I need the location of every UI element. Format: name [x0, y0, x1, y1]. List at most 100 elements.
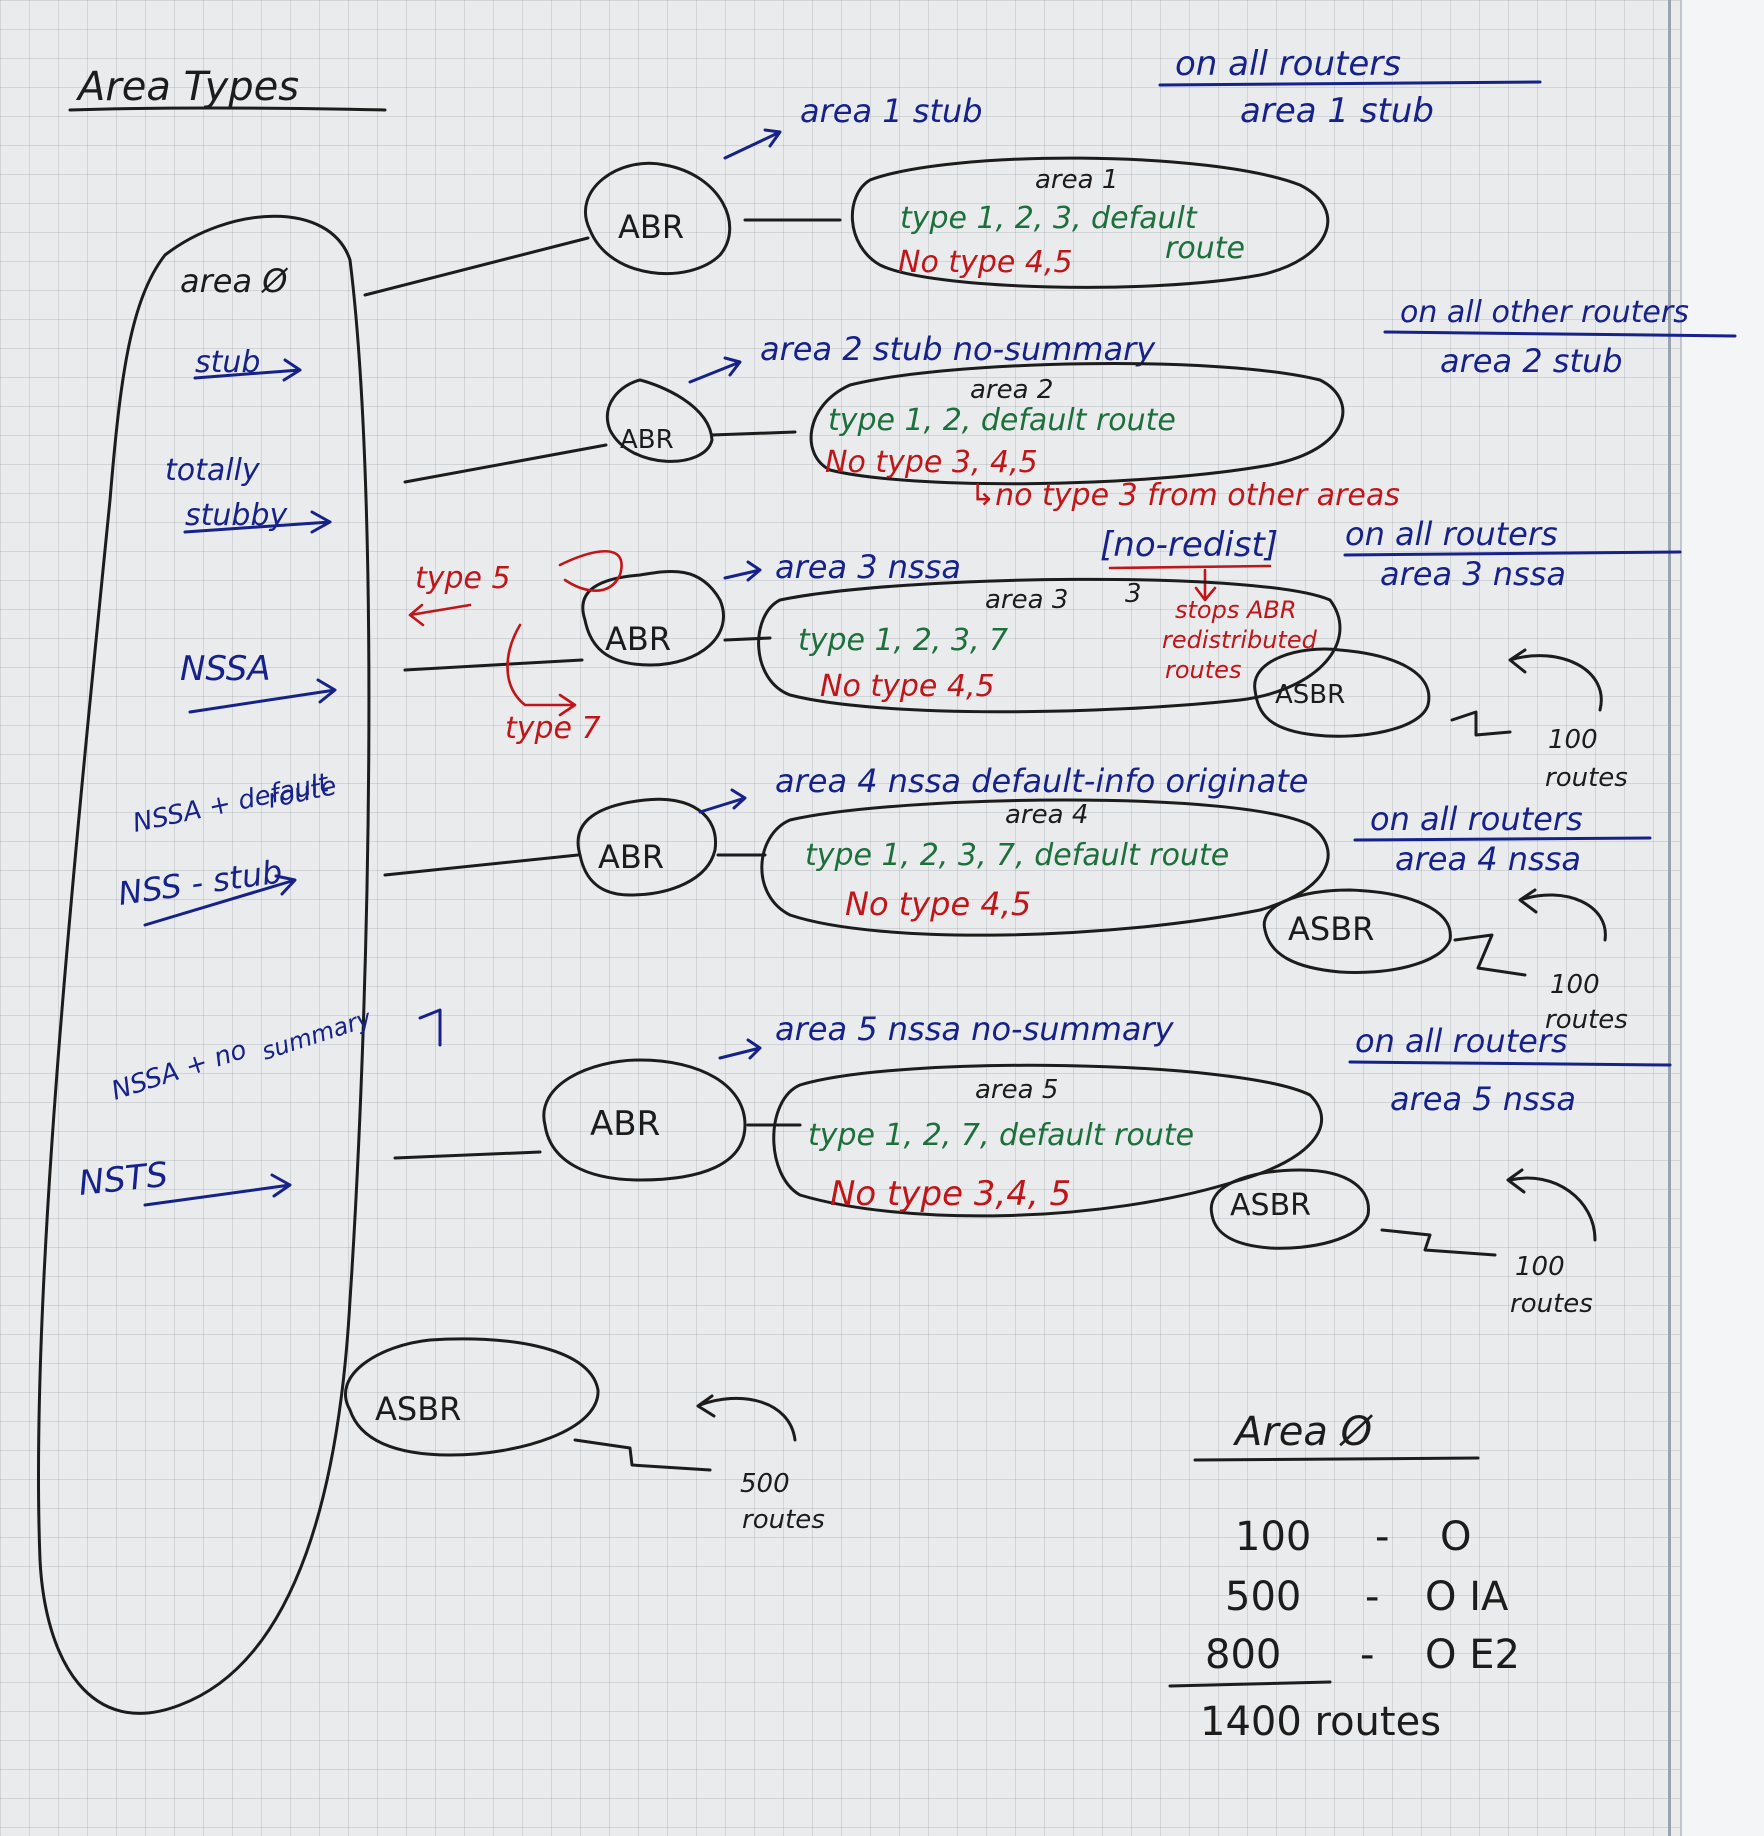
area1-command: area 1 stub	[800, 92, 983, 130]
area1-allows-route: route	[1165, 231, 1245, 266]
backbone-asbr: ASBR	[343, 1337, 600, 1457]
area0-type-nsts: NSTS	[77, 1155, 170, 1204]
svg-text:ABR: ABR	[618, 208, 684, 246]
svg-text:ASBR: ASBR	[1230, 1188, 1311, 1223]
svg-text:ABR: ABR	[620, 425, 674, 455]
summary-row: 800 - O E2	[1205, 1632, 1520, 1678]
svg-text:routes: routes	[1165, 656, 1241, 684]
area5-allows: type 1, 2, 7, default route	[808, 1118, 1194, 1153]
link-line	[393, 1150, 542, 1160]
arrow-icon	[143, 1173, 292, 1207]
area2-name: area 2	[970, 375, 1053, 405]
divider-line	[1343, 550, 1682, 557]
svg-text:summary: summary	[258, 1004, 375, 1066]
summary-header: Area Ø	[1232, 1409, 1374, 1455]
svg-text:routes: routes	[1510, 1289, 1593, 1319]
svg-text:ASBR: ASBR	[1288, 910, 1374, 948]
area4-config-cmd: area 4 nssa	[1395, 840, 1581, 878]
area3-note: stops ABR redistributed routes	[1162, 596, 1318, 684]
svg-text:totally: totally	[165, 453, 261, 488]
arrow-icon	[408, 603, 472, 627]
link-line	[1453, 933, 1527, 977]
area5-routes: 100 routes	[1510, 1252, 1593, 1319]
margin-line	[1668, 0, 1671, 1836]
summary-total: 1400 routes	[1200, 1699, 1441, 1745]
area1-allows: type 1, 2, 3, default	[900, 201, 1198, 236]
svg-text:100: 100	[1235, 1514, 1311, 1560]
area2-config-header: on all other routers	[1400, 295, 1689, 330]
area2-allows: type 1, 2, default route	[828, 403, 1176, 438]
divider-line	[1383, 330, 1737, 338]
area0-type-nssa-default: NSSA + default route	[130, 768, 339, 839]
svg-text:800: 800	[1205, 1632, 1281, 1678]
svg-text:100: 100	[1515, 1252, 1565, 1282]
type5-label: type 5	[415, 561, 511, 596]
route-summary: Area Ø 100 - O 500 - O IA 800 - O E2 140…	[1168, 1409, 1520, 1745]
area3-blocks: No type 4,5	[820, 669, 995, 704]
area3-config-header: on all routers	[1345, 515, 1558, 553]
arrow-icon	[696, 1394, 797, 1442]
area3-name: area 3	[985, 585, 1068, 615]
area1-name: area 1	[1035, 165, 1118, 195]
area0-boundary	[36, 214, 371, 1715]
area0-type-nssa-no-summary: NSSA + no summary	[108, 1004, 442, 1107]
svg-text:-: -	[1360, 1632, 1374, 1678]
area4-abr: ABR	[576, 797, 718, 897]
svg-text:500: 500	[740, 1469, 790, 1499]
divider-line	[1348, 1060, 1672, 1067]
link-line	[403, 443, 608, 484]
area4-boundary	[760, 798, 1330, 937]
area2-command: area 2 stub no-summary	[760, 330, 1156, 368]
backbone-routes: 500 routes	[740, 1469, 825, 1535]
arrow-icon	[188, 678, 337, 714]
svg-text:ASBR: ASBR	[375, 1390, 461, 1428]
area0-type-nssa: NSSA	[180, 649, 271, 689]
area5-asbr: ASBR	[1209, 1168, 1370, 1250]
svg-text:100: 100	[1548, 725, 1598, 755]
arrow-icon	[506, 623, 577, 717]
area0-label: area Ø	[180, 262, 288, 300]
svg-text:-: -	[1375, 1514, 1389, 1560]
area3-allows: type 1, 2, 3, 7	[798, 623, 1008, 658]
page-edge	[1680, 0, 1764, 1836]
title-underline	[68, 106, 387, 112]
area2-config-cmd: area 2 stub	[1440, 342, 1623, 380]
svg-text:ASBR: ASBR	[1275, 680, 1345, 710]
arrow-icon	[723, 560, 762, 582]
area4-routes: 100 routes	[1545, 970, 1628, 1035]
link-line	[573, 1438, 712, 1472]
area3-command: area 3 nssa	[775, 548, 961, 586]
area3-config-cmd: area 3 nssa	[1380, 555, 1566, 593]
area1-abr: ABR	[583, 161, 732, 275]
arrow-icon	[1194, 568, 1217, 602]
link-line	[723, 636, 772, 642]
area5-abr: ABR	[542, 1058, 747, 1182]
area4-command: area 4 nssa default-info originate	[775, 762, 1308, 800]
arrow-icon	[698, 788, 747, 814]
svg-text:routes: routes	[1545, 1005, 1628, 1035]
area1-blocks: No type 4,5	[898, 245, 1073, 280]
arrow-icon	[1508, 648, 1603, 712]
area5-blocks: No type 3,4, 5	[830, 1174, 1071, 1214]
arrow-icon	[688, 356, 742, 384]
area2-note: ↳no type 3 from other areas	[970, 478, 1400, 513]
area3-abr: ABR	[581, 569, 725, 667]
area1-config-cmd: area 1 stub	[1240, 91, 1434, 131]
svg-text:NSSA + no: NSSA + no	[108, 1035, 250, 1107]
link-line	[383, 853, 580, 877]
area3-name-digit: 3	[1125, 579, 1142, 609]
divider-line	[1353, 836, 1652, 842]
area0-type-nss-stub: NSS - stub	[116, 852, 285, 913]
area4-blocks: No type 4,5	[845, 885, 1031, 923]
svg-text:O: O	[1440, 1514, 1471, 1560]
svg-text:stops ABR: stops ABR	[1175, 596, 1297, 624]
type7-label: type 7	[505, 711, 601, 746]
arrow-icon	[723, 128, 782, 160]
underline	[1108, 564, 1272, 570]
svg-text:ABR: ABR	[605, 620, 671, 658]
arrow-icon	[143, 874, 297, 927]
svg-text:ABR: ABR	[598, 838, 664, 876]
svg-text:redistributed: redistributed	[1162, 626, 1318, 654]
